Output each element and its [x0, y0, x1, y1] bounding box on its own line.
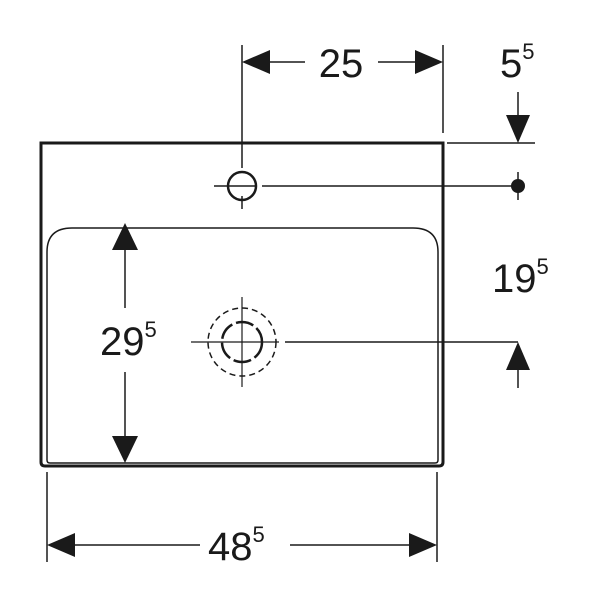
- arrow-up-icon: [112, 223, 138, 250]
- bowl-outline: [46, 227, 439, 464]
- arrow-up-icon: [506, 342, 530, 370]
- arrow-right-icon: [415, 50, 443, 74]
- arrow-right-icon: [409, 533, 437, 557]
- basin-outline: [39, 141, 445, 468]
- dim-tap-to-drain: 195: [492, 254, 549, 301]
- dim-basin-depth: 295: [100, 317, 157, 364]
- dim-top-to-tap: 55: [500, 39, 535, 86]
- arrow-down-icon: [506, 115, 530, 143]
- dim-tap-offset: 25: [319, 42, 364, 86]
- dimension-dot: [511, 179, 525, 193]
- arrow-left-icon: [242, 50, 270, 74]
- dim-overall-width: 485: [208, 522, 265, 569]
- arrow-left-icon: [47, 533, 75, 557]
- arrow-down-icon: [112, 436, 138, 463]
